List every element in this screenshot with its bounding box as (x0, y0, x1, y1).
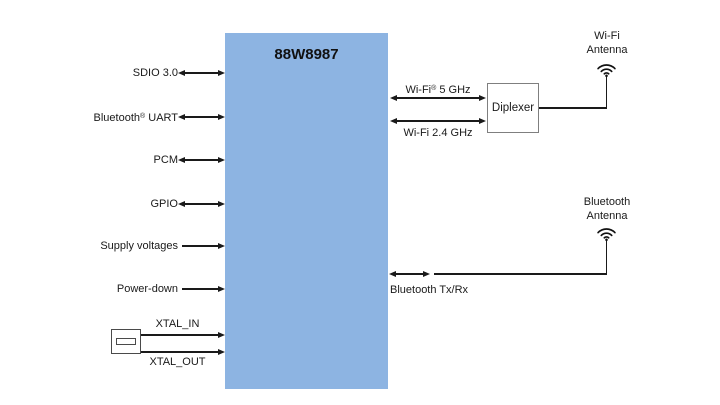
signal-label-gpio: GPIO (150, 198, 178, 210)
bt-txrx-arrow-line (395, 273, 424, 275)
bluetooth-antenna-label: Bluetooth Antenna (566, 195, 648, 223)
wifi-antenna-feed-line (605, 77, 608, 108)
wifi24-arrowhead-left (390, 117, 397, 124)
sdio-arrow-line (184, 72, 219, 74)
wifi24-arrow-line (396, 120, 480, 122)
bt-uart-text: Bluetooth (93, 112, 141, 124)
signal-label-bt-uart: Bluetooth® UART (0, 109, 178, 126)
wifi-antenna-icon (597, 64, 616, 77)
wifi5-reg-mark: ® (431, 85, 437, 92)
wifi-antenna-label: Wi-Fi Antenna (566, 29, 648, 57)
bt-uart-reg-mark: ® (140, 113, 146, 120)
bt-uart-text-post: UART (145, 112, 178, 124)
supply-arrowhead-right (217, 242, 225, 249)
signal-label-pcm: PCM (153, 154, 178, 166)
bt-uart-arrowhead-left (178, 113, 185, 120)
gpio-arrowhead-left (178, 200, 185, 207)
xtal-out-label: XTAL_OUT (149, 356, 206, 368)
bt-txrx-arrowhead-left (389, 270, 396, 277)
xtal-out-arrowhead (217, 348, 225, 355)
pcm-arrowhead-left (178, 156, 185, 163)
pcm-arrow-line (184, 159, 219, 161)
bluetooth-antenna-label-line2: Antenna (586, 210, 628, 222)
wifi5-text: Wi-Fi (405, 84, 432, 96)
diplexer-label: Diplexer (491, 102, 535, 114)
wifi5-text-post: 5 GHz (436, 84, 471, 96)
wifi-5ghz-label: Wi-Fi® 5 GHz (390, 82, 486, 97)
signal-label-supply: Supply voltages (100, 240, 178, 252)
sdio-arrowhead-right (217, 69, 225, 76)
bluetooth-antenna-icon (597, 228, 616, 241)
powerdown-arrow-line (182, 288, 219, 290)
wifi5-arrow-line (396, 97, 480, 99)
bluetooth-antenna-hline (434, 273, 607, 275)
wifi-antenna-label-line2: Antenna (586, 44, 628, 56)
signal-label-sdio: SDIO 3.0 (132, 67, 178, 79)
pcm-arrowhead-right (217, 156, 225, 163)
diplexer-box: Diplexer (487, 83, 539, 133)
signal-label-powerdown: Power-down (116, 283, 178, 295)
chip-block: 88W8987 (225, 33, 388, 389)
xtal-out-line (141, 351, 219, 353)
wifi24-arrowhead-right (479, 117, 486, 124)
gpio-arrowhead-right (217, 200, 225, 207)
sdio-arrowhead-left (178, 69, 185, 76)
bt-uart-arrow-line (184, 116, 219, 118)
wifi5-arrowhead-right (479, 94, 486, 101)
bluetooth-antenna-label-line1: Bluetooth (583, 196, 631, 208)
supply-arrow-line (182, 245, 219, 247)
diplexer-antenna-line (539, 107, 607, 109)
wifi-antenna-label-line1: Wi-Fi (594, 30, 620, 42)
bt-uart-arrowhead-right (217, 113, 225, 120)
chip-title: 88W8987 (274, 46, 339, 63)
wifi-24ghz-label: Wi-Fi 2.4 GHz (403, 127, 473, 139)
powerdown-arrowhead-right (217, 285, 225, 292)
xtal-in-label: XTAL_IN (155, 318, 200, 330)
xtal-in-arrowhead (217, 331, 225, 338)
crystal-inner-plate (116, 338, 136, 345)
wifi5-arrowhead-left (390, 94, 397, 101)
crystal-symbol (111, 329, 141, 354)
gpio-arrow-line (184, 203, 219, 205)
bluetooth-txrx-label: Bluetooth Tx/Rx (390, 284, 469, 296)
xtal-in-line (141, 334, 219, 336)
bt-txrx-arrowhead-right (423, 270, 430, 277)
bluetooth-antenna-feed-line (605, 241, 608, 274)
